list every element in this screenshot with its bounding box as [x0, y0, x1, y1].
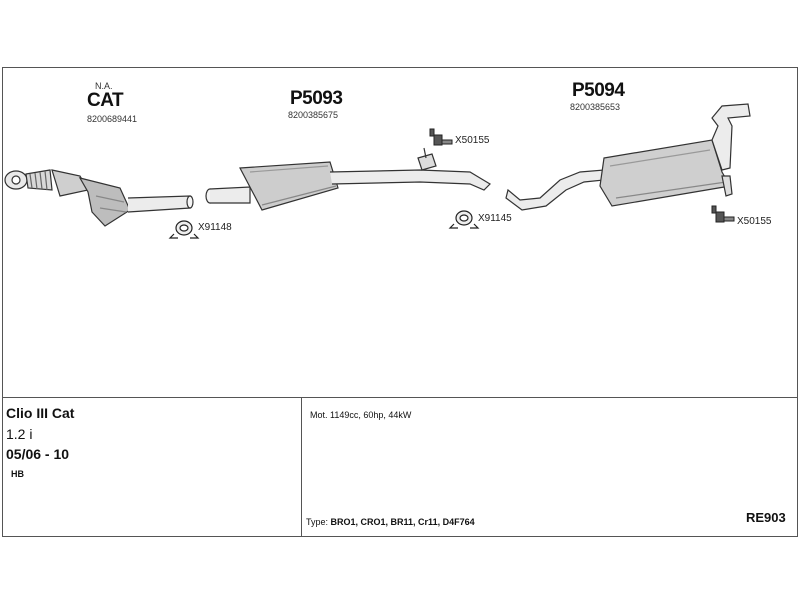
vehicle-model: Clio III Cat: [6, 405, 75, 421]
reference-code: RE903: [746, 510, 786, 525]
p5093-code: P5093: [290, 88, 343, 109]
vehicle-engine: 1.2 i: [6, 426, 33, 442]
clamp-icon: [168, 220, 200, 239]
p5093-oe-number: 8200385675: [288, 110, 339, 120]
accessory-label: X91145: [478, 213, 512, 224]
motor-spec: Mot. 1149cc, 60hp, 44kW: [310, 410, 412, 420]
info-divider: [2, 397, 798, 398]
diagram-frame: [2, 67, 798, 537]
cat-oe-number: 8200689441: [87, 114, 138, 124]
centre-muffler-part: [205, 147, 491, 211]
type-line: Type: BRO1, CRO1, BR11, Cr11, D4F764: [306, 517, 475, 527]
info-column-divider: [301, 397, 302, 537]
p5094-oe-number: 8200385653: [570, 102, 621, 112]
rubber-mount-icon: [711, 205, 735, 223]
clamp-icon: [448, 210, 480, 229]
type-codes: BRO1, CRO1, BR11, Cr11, D4F764: [330, 517, 475, 527]
accessory-label: X50155: [737, 216, 772, 227]
cat-note: N.A.: [95, 81, 113, 91]
accessory-label: X50155: [455, 135, 490, 146]
rear-muffler-part: [505, 103, 751, 211]
vehicle-years: 05/06 - 10: [6, 446, 70, 462]
p5094-code: P5094: [572, 80, 625, 101]
catalytic-converter-part: [4, 169, 194, 227]
cat-code: CAT: [87, 90, 124, 111]
vehicle-body: HB: [11, 469, 24, 479]
rubber-mount-icon: [429, 128, 453, 146]
exhaust-diagram: [4, 103, 751, 239]
accessory-label: X91148: [198, 222, 232, 233]
type-label: Type:: [306, 517, 329, 527]
